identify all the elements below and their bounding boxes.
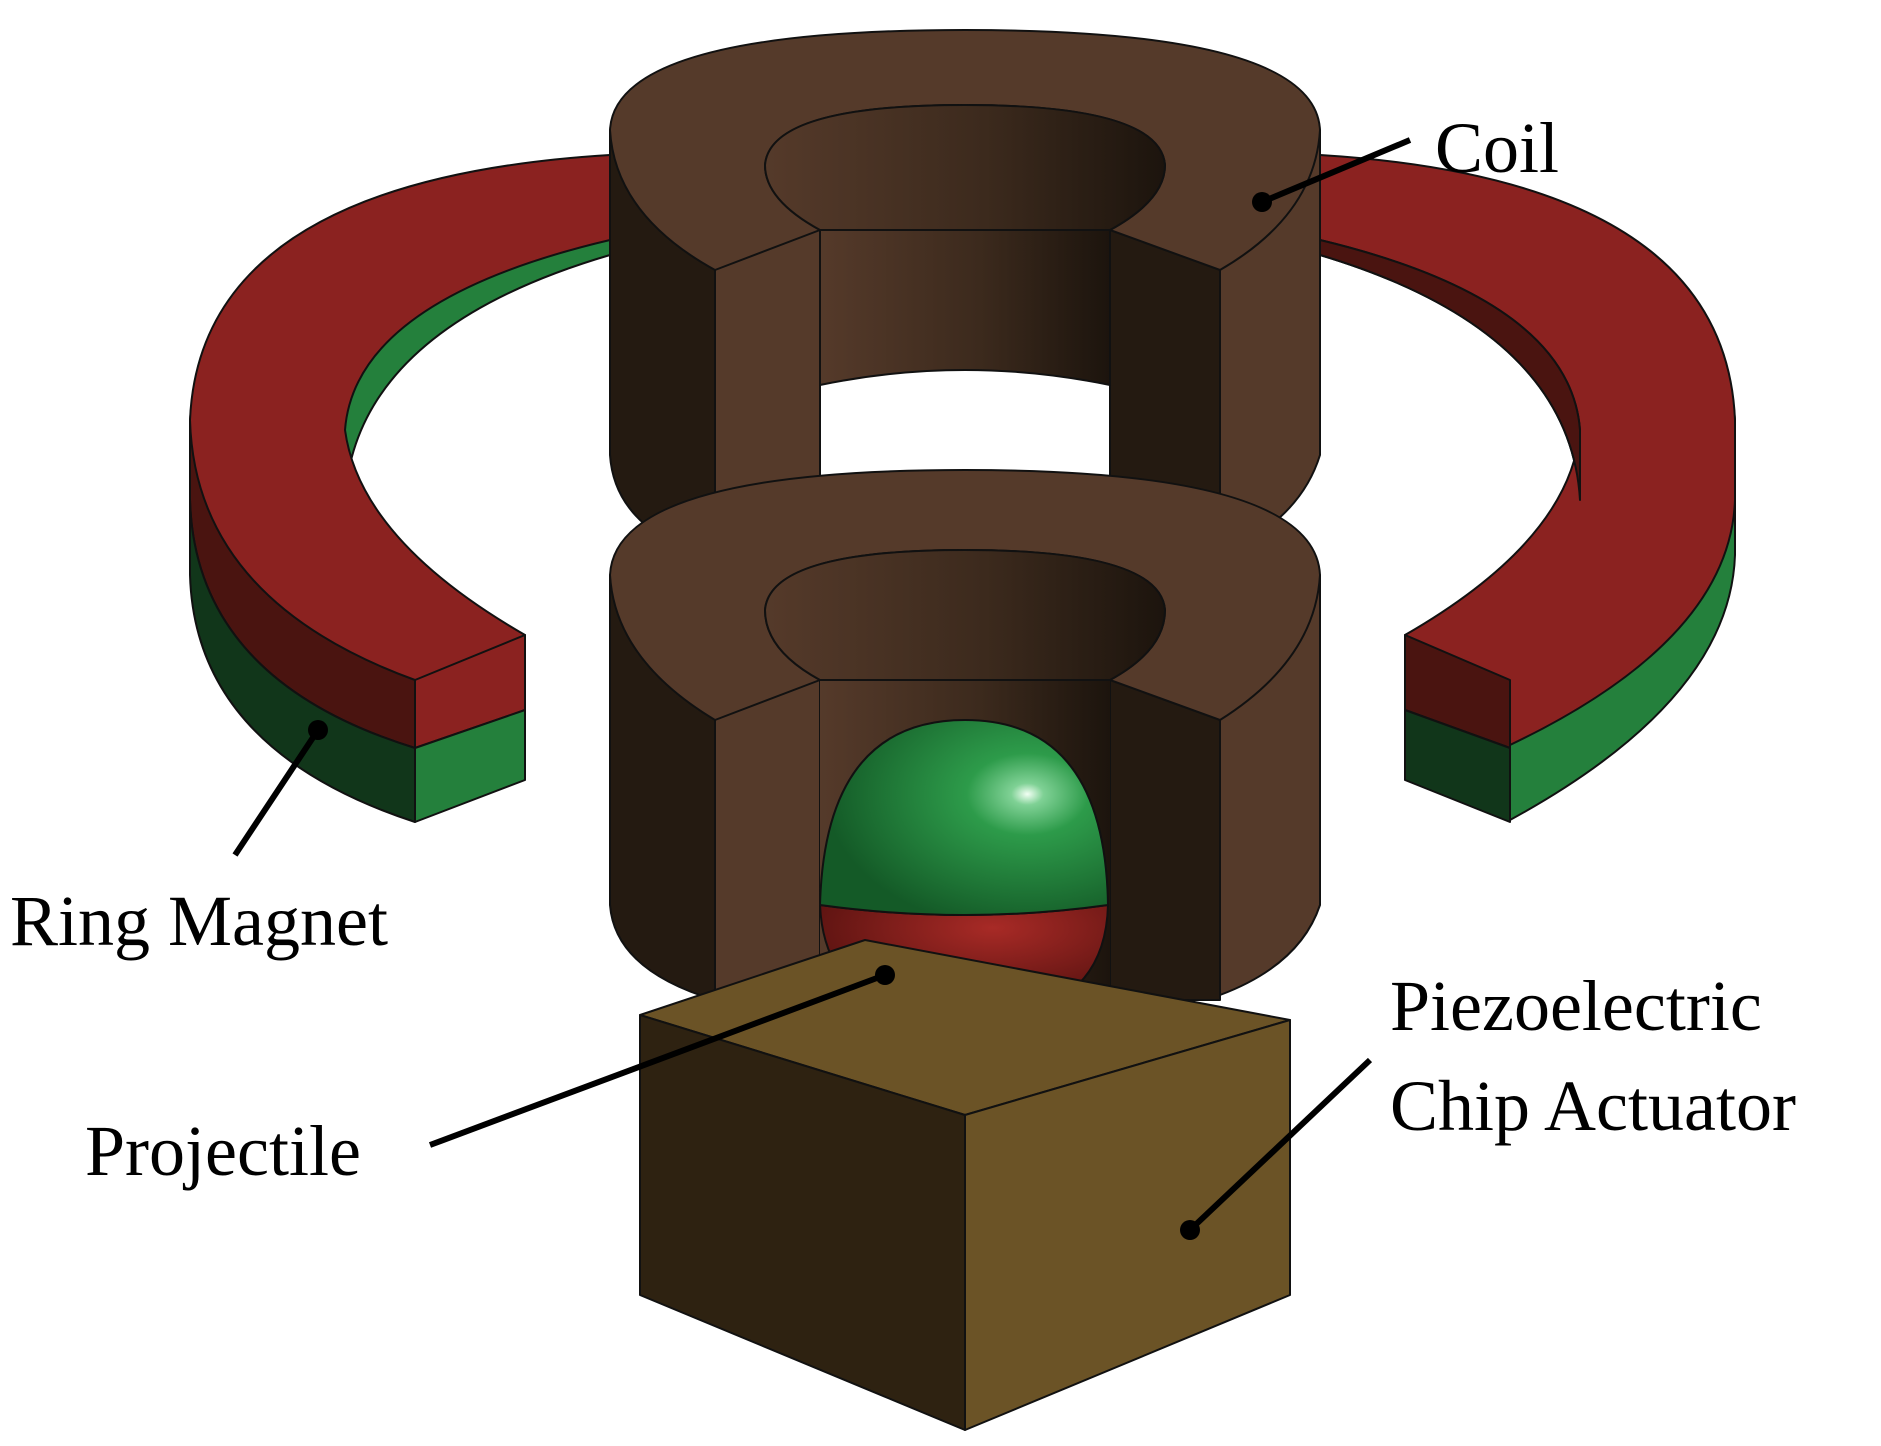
coil-leader-dot [1252,192,1272,212]
coil-upper-bore-top [764,104,1166,231]
ring-magnet-left-side-green [189,499,416,823]
projectile-leader [428,972,887,1148]
coil-lower-bore-top [764,549,1166,681]
ring-magnet-label: Ring Magnet [10,881,388,961]
ring-magnet-right-end-green [1404,709,1511,823]
piezo-right-face [964,1019,1291,1431]
coil-lower-right-inner [1109,679,1221,1001]
ring-magnet-leader [232,728,321,857]
piezo-label-line1: Piezoelectric [1390,966,1762,1046]
coil-lower-left-inner [714,679,821,1001]
projectile-label: Projectile [85,1111,361,1191]
projectile-leader-dot [875,965,895,985]
labels: Coil Ring Magnet Projectile Piezoelectri… [10,108,1796,1191]
piezo-leader [1187,1057,1373,1233]
coil-label: Coil [1435,108,1559,188]
leader-lines [232,137,1412,1240]
piezo-leader-dot [1180,1220,1200,1240]
ring-magnet-right-inner [1319,239,1581,501]
coil-upper-bore [819,229,1111,386]
projectile-green-half [819,719,1109,916]
ring-magnet [189,154,1736,823]
piezo-label-line2: Chip Actuator [1390,1066,1796,1146]
ring-magnet-leader-dot [308,720,328,740]
coil-leader [1260,137,1412,205]
piezo-actuator [639,939,1291,1431]
